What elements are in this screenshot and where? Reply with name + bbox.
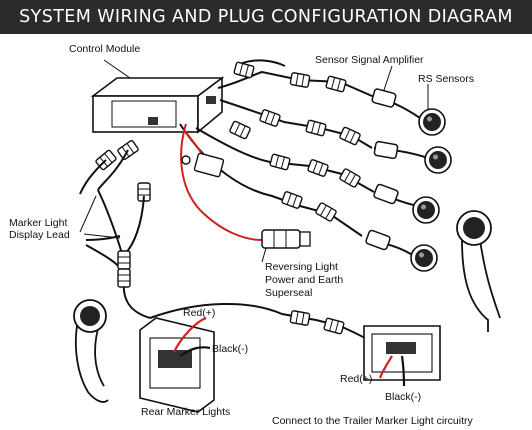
- label-black-left: Black(-): [212, 343, 248, 355]
- right-rear-marker-light: [363, 210, 501, 381]
- sensor-amplifiers: [364, 87, 400, 252]
- diagram-title: SYSTEM WIRING AND PLUG CONFIGURATION DIA…: [0, 0, 532, 34]
- label-marker-light-lead-2: Display Lead: [9, 229, 70, 241]
- reversing-light-lead: [180, 123, 311, 249]
- red-wire-right: [378, 355, 393, 379]
- label-red-right: Red(+): [340, 373, 372, 385]
- marker-light-lead: [79, 149, 151, 319]
- label-rear-marker: Rear Marker Lights: [141, 406, 230, 418]
- label-marker-light-lead-1: Marker Light: [9, 217, 67, 229]
- label-reversing-3: Superseal: [265, 287, 312, 299]
- label-sensor-amplifier: Sensor Signal Amplifier: [315, 54, 424, 66]
- label-reversing-1: Reversing Light: [265, 261, 338, 273]
- callout-lines: [79, 59, 429, 263]
- black-wire-left: [179, 346, 211, 357]
- label-rs-sensors: RS Sensors: [418, 73, 474, 85]
- label-black-right: Black(-): [385, 391, 421, 403]
- label-reversing-2: Power and Earth: [265, 274, 343, 286]
- black-wire-right: [400, 355, 406, 387]
- red-wire-left: [173, 316, 207, 353]
- label-control-module: Control Module: [69, 43, 140, 55]
- label-trailer-connect: Connect to the Trailer Marker Light circ…: [272, 415, 473, 427]
- control-module: [90, 76, 225, 134]
- left-rear-marker-light: [73, 299, 215, 413]
- label-red-left: Red(+): [183, 307, 215, 319]
- rs-sensors: [410, 108, 452, 272]
- wiring-diagram: Control Module Sensor Signal Amplifier R…: [9, 43, 501, 427]
